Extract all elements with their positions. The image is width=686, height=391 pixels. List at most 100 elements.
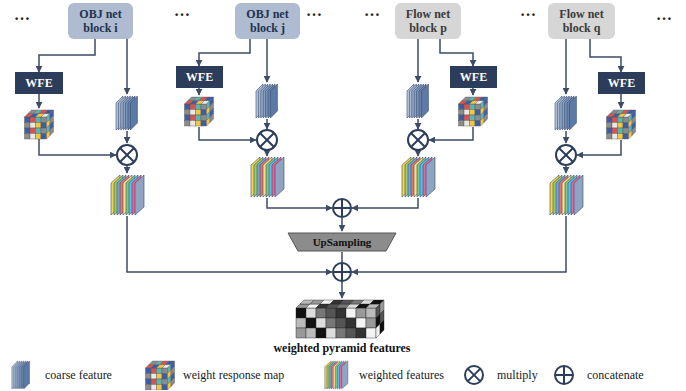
weight-cell bbox=[464, 110, 470, 116]
flow-wire bbox=[341, 218, 343, 231]
pyramid-feature-cube bbox=[294, 298, 390, 340]
weight-cell bbox=[151, 379, 157, 385]
weight-cell bbox=[475, 110, 481, 116]
node-label: weighted pyramid features bbox=[266, 341, 418, 356]
illustration bbox=[25, 30, 636, 281]
weight-cell bbox=[607, 128, 613, 134]
multiply-symbol bbox=[465, 366, 483, 384]
weight-cell bbox=[196, 121, 202, 127]
ellipsis-label: … bbox=[364, 2, 380, 20]
pyramid-cell bbox=[316, 328, 326, 338]
weighted-feature-layer bbox=[574, 175, 583, 215]
weight-cell bbox=[612, 117, 618, 123]
weight-cell bbox=[481, 117, 485, 126]
weight-cell bbox=[30, 128, 36, 134]
legend-sample-shape bbox=[555, 366, 573, 384]
weight-cell bbox=[168, 381, 172, 390]
pyramid-cell bbox=[366, 308, 376, 318]
weight-cell bbox=[470, 121, 476, 127]
weighted-features bbox=[251, 157, 284, 197]
ellipsis-label: … bbox=[520, 2, 536, 20]
weighted-feature-layer bbox=[275, 157, 284, 197]
ellipsis-label: … bbox=[306, 2, 322, 20]
weight-cell bbox=[47, 130, 51, 139]
weight-cell bbox=[50, 127, 54, 136]
weight-cell bbox=[151, 385, 157, 391]
weight-cell bbox=[618, 123, 624, 129]
weight-cell bbox=[207, 117, 211, 126]
weighted-features bbox=[550, 175, 583, 215]
concatenate-plus bbox=[333, 263, 351, 281]
flow-wire bbox=[126, 30, 128, 94]
weight-cell bbox=[41, 117, 47, 123]
weight-cell bbox=[470, 115, 476, 121]
coarse-feature-layer bbox=[421, 84, 428, 118]
weight-cell bbox=[464, 115, 470, 121]
wfe-box: WFE bbox=[15, 72, 63, 94]
pyramid-cell bbox=[296, 318, 306, 328]
coarse-feature-layer bbox=[24, 361, 30, 389]
edge-connector bbox=[39, 39, 95, 72]
weight-cell bbox=[41, 134, 47, 140]
weight-cell bbox=[618, 128, 624, 134]
legend-item: coarse feature bbox=[4, 360, 112, 390]
legend-sample bbox=[456, 360, 492, 390]
weight-cell bbox=[185, 110, 191, 116]
wfe-box: WFE bbox=[176, 66, 223, 88]
weight-cell bbox=[623, 123, 629, 129]
weight-cell bbox=[201, 121, 207, 127]
pyramid-cell bbox=[326, 308, 336, 318]
weight-cell bbox=[196, 104, 202, 110]
node-label: WFE bbox=[454, 70, 493, 84]
weight-cell bbox=[196, 115, 202, 121]
weight-cell bbox=[41, 128, 47, 134]
weight-cell bbox=[607, 123, 613, 129]
weight-cell bbox=[484, 114, 488, 123]
weighted-feature-layer bbox=[135, 175, 144, 215]
weight-cell bbox=[36, 123, 42, 129]
multiply-cross bbox=[559, 148, 573, 162]
weight-cell bbox=[190, 104, 196, 110]
pyramid-cell bbox=[306, 318, 316, 328]
weight-cell bbox=[25, 117, 31, 123]
weight-cell bbox=[629, 130, 633, 139]
flow-wire bbox=[126, 131, 128, 143]
pyramid-cell bbox=[346, 318, 356, 328]
flow-wire bbox=[565, 30, 567, 94]
weight-cell bbox=[185, 104, 191, 110]
weight-cell bbox=[623, 134, 629, 140]
pyramid-cell bbox=[356, 308, 366, 318]
weight-cell bbox=[201, 104, 207, 110]
weight-cell bbox=[190, 110, 196, 116]
weight-cell bbox=[190, 115, 196, 121]
coarse-feature-layer bbox=[130, 96, 137, 130]
multiply-cross bbox=[120, 148, 134, 162]
legend-sample bbox=[4, 360, 40, 390]
edge-connector bbox=[590, 39, 621, 72]
pyramid-cell bbox=[346, 308, 356, 318]
flow-wire bbox=[417, 151, 419, 156]
weight-response-map bbox=[25, 110, 54, 139]
weight-cell bbox=[196, 110, 202, 116]
flow-wire bbox=[417, 119, 419, 129]
legend-sample bbox=[546, 360, 582, 390]
weight-cell bbox=[459, 110, 465, 116]
pyramid-cell bbox=[366, 318, 376, 328]
multiply-cross bbox=[411, 133, 425, 147]
legend-sample-shape bbox=[12, 361, 30, 389]
weight-cell bbox=[171, 378, 175, 387]
net-block: OBJ net block i bbox=[68, 3, 133, 39]
pyramid-cell bbox=[306, 308, 316, 318]
weight-cell bbox=[190, 121, 196, 127]
flow-wire bbox=[199, 127, 256, 140]
legend-item: weighted features bbox=[318, 360, 444, 390]
coarse-feature bbox=[407, 84, 428, 118]
weight-cell bbox=[146, 385, 152, 391]
pyramid-cell bbox=[326, 328, 336, 338]
weight-cell bbox=[201, 115, 207, 121]
weight-cell bbox=[459, 115, 465, 121]
node-label: Flow net block q bbox=[551, 7, 612, 35]
weight-cell bbox=[157, 368, 163, 374]
legend-text: weighted features bbox=[359, 368, 444, 383]
